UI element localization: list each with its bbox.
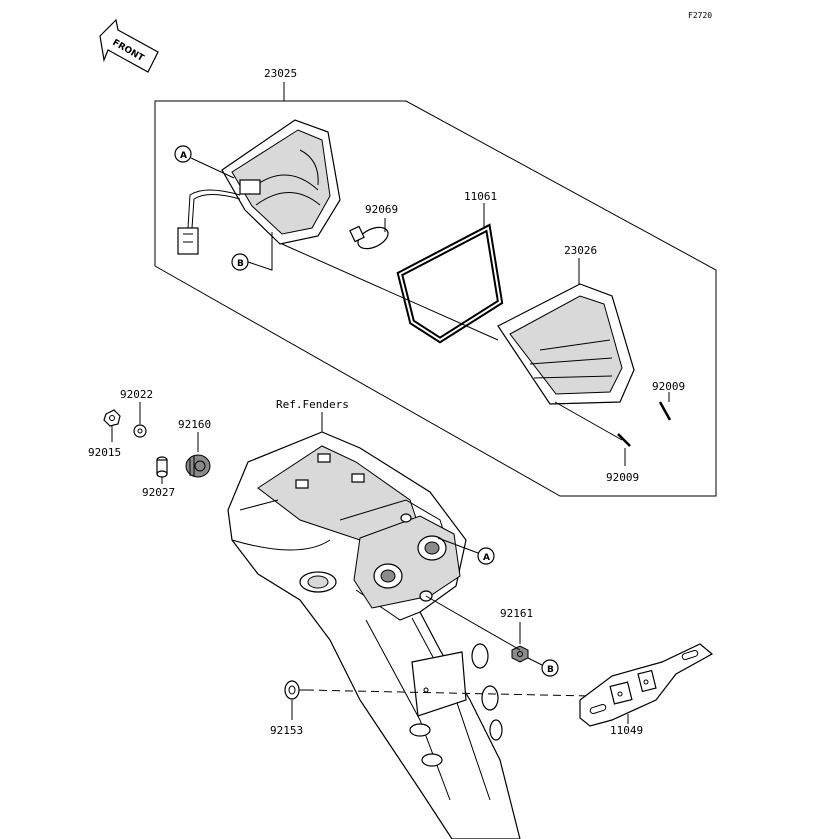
svg-text:B: B (547, 665, 554, 675)
label-92161: 92161 (500, 607, 533, 620)
label-92015: 92015 (88, 446, 121, 459)
bulb-92069 (349, 218, 389, 250)
svg-text:A: A (483, 553, 490, 563)
grommet-92160 (185, 454, 211, 478)
wire-connector (177, 189, 241, 255)
label-92160: 92160 (178, 418, 211, 431)
screw-92009-upper (658, 392, 672, 421)
tail-light-housing (221, 119, 341, 245)
assembly-boundary (154, 100, 717, 497)
collar-92027 (156, 456, 168, 478)
label-11049: 11049 (610, 724, 643, 737)
figure-code: F2720 (688, 11, 712, 20)
label-92027: 92027 (142, 486, 175, 499)
rear-fender (227, 431, 521, 839)
label-92009-upper: 92009 (652, 380, 685, 393)
label-23026: 23026 (564, 244, 597, 257)
svg-text:B: B (237, 259, 244, 269)
label-11061: 11061 (464, 190, 497, 203)
callout-b-upper: B (231, 232, 273, 271)
callout-a-upper: A (174, 145, 235, 179)
label-92153: 92153 (270, 724, 303, 737)
gasket-11061 (396, 203, 504, 344)
nut-92161 (511, 645, 529, 663)
label-ref-fenders: Ref.Fenders (276, 398, 349, 411)
front-arrow-icon: FRONT (99, 18, 159, 73)
label-92022: 92022 (120, 388, 153, 401)
screw-92009-lower (617, 433, 631, 466)
label-92009-lower: 92009 (606, 471, 639, 484)
plate-bracket (411, 651, 467, 717)
nut-92015 (103, 409, 121, 427)
label-92069: 92069 (365, 203, 398, 216)
label-23025: 23025 (264, 67, 297, 80)
washer-92022 (133, 424, 147, 438)
bolt-92153 (284, 680, 306, 700)
callout-a-lower: A (437, 537, 495, 565)
lens-23026 (497, 258, 635, 405)
mounting-bracket (353, 513, 461, 609)
svg-text:A: A (180, 151, 187, 161)
license-bracket-11049 (579, 643, 714, 727)
callout-b-lower: B (527, 657, 559, 677)
